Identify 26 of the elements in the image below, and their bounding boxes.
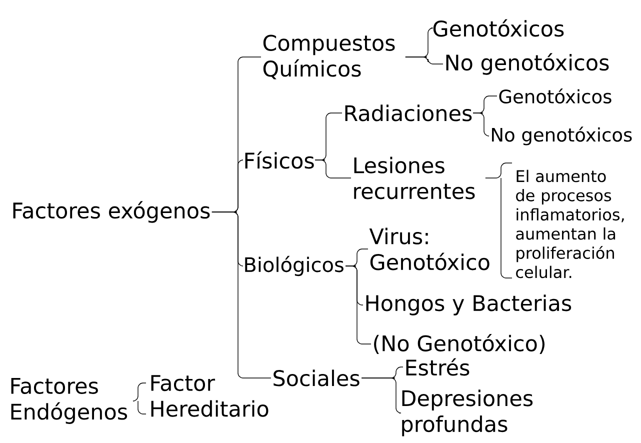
- category-label: No genotóxicos: [492, 126, 632, 146]
- brace-line: [361, 378, 402, 414]
- brace-line: [345, 266, 372, 344]
- category-label: Radiaciones: [345, 104, 472, 122]
- category-label: Biológicos: [245, 256, 344, 276]
- category-label: Factores exógenos: [13, 201, 210, 223]
- category-label: (No Genotóxico): [374, 334, 544, 354]
- brace-line: [132, 382, 146, 414]
- category-label: Depresiones profundas: [402, 390, 533, 436]
- category-label: Físicos: [245, 151, 314, 169]
- category-label: No genotóxicos: [446, 53, 609, 75]
- category-label: Sociales: [274, 370, 360, 386]
- brace-line: [405, 56, 444, 64]
- category-label: Lesiones recurrentes: [354, 156, 475, 200]
- category-label: Compuestos Químicos: [263, 34, 395, 80]
- category-label: Hongos y Bacterias: [366, 294, 572, 316]
- category-label: Genotóxicos: [433, 19, 564, 37]
- category-label: Factor Hereditario: [151, 375, 268, 417]
- brace-line: [472, 112, 490, 136]
- category-label: Virus: Genotóxico: [369, 228, 490, 270]
- category-label: Estrés: [406, 358, 470, 376]
- category-label: El aumento de procesos inflamatorios, aumentan la proliferación celular.: [516, 170, 624, 278]
- brace-line: [314, 160, 352, 178]
- brace-line: [212, 212, 272, 378]
- category-label: Factores Endógenos: [11, 378, 128, 424]
- category-label: Genotóxicos: [499, 88, 612, 104]
